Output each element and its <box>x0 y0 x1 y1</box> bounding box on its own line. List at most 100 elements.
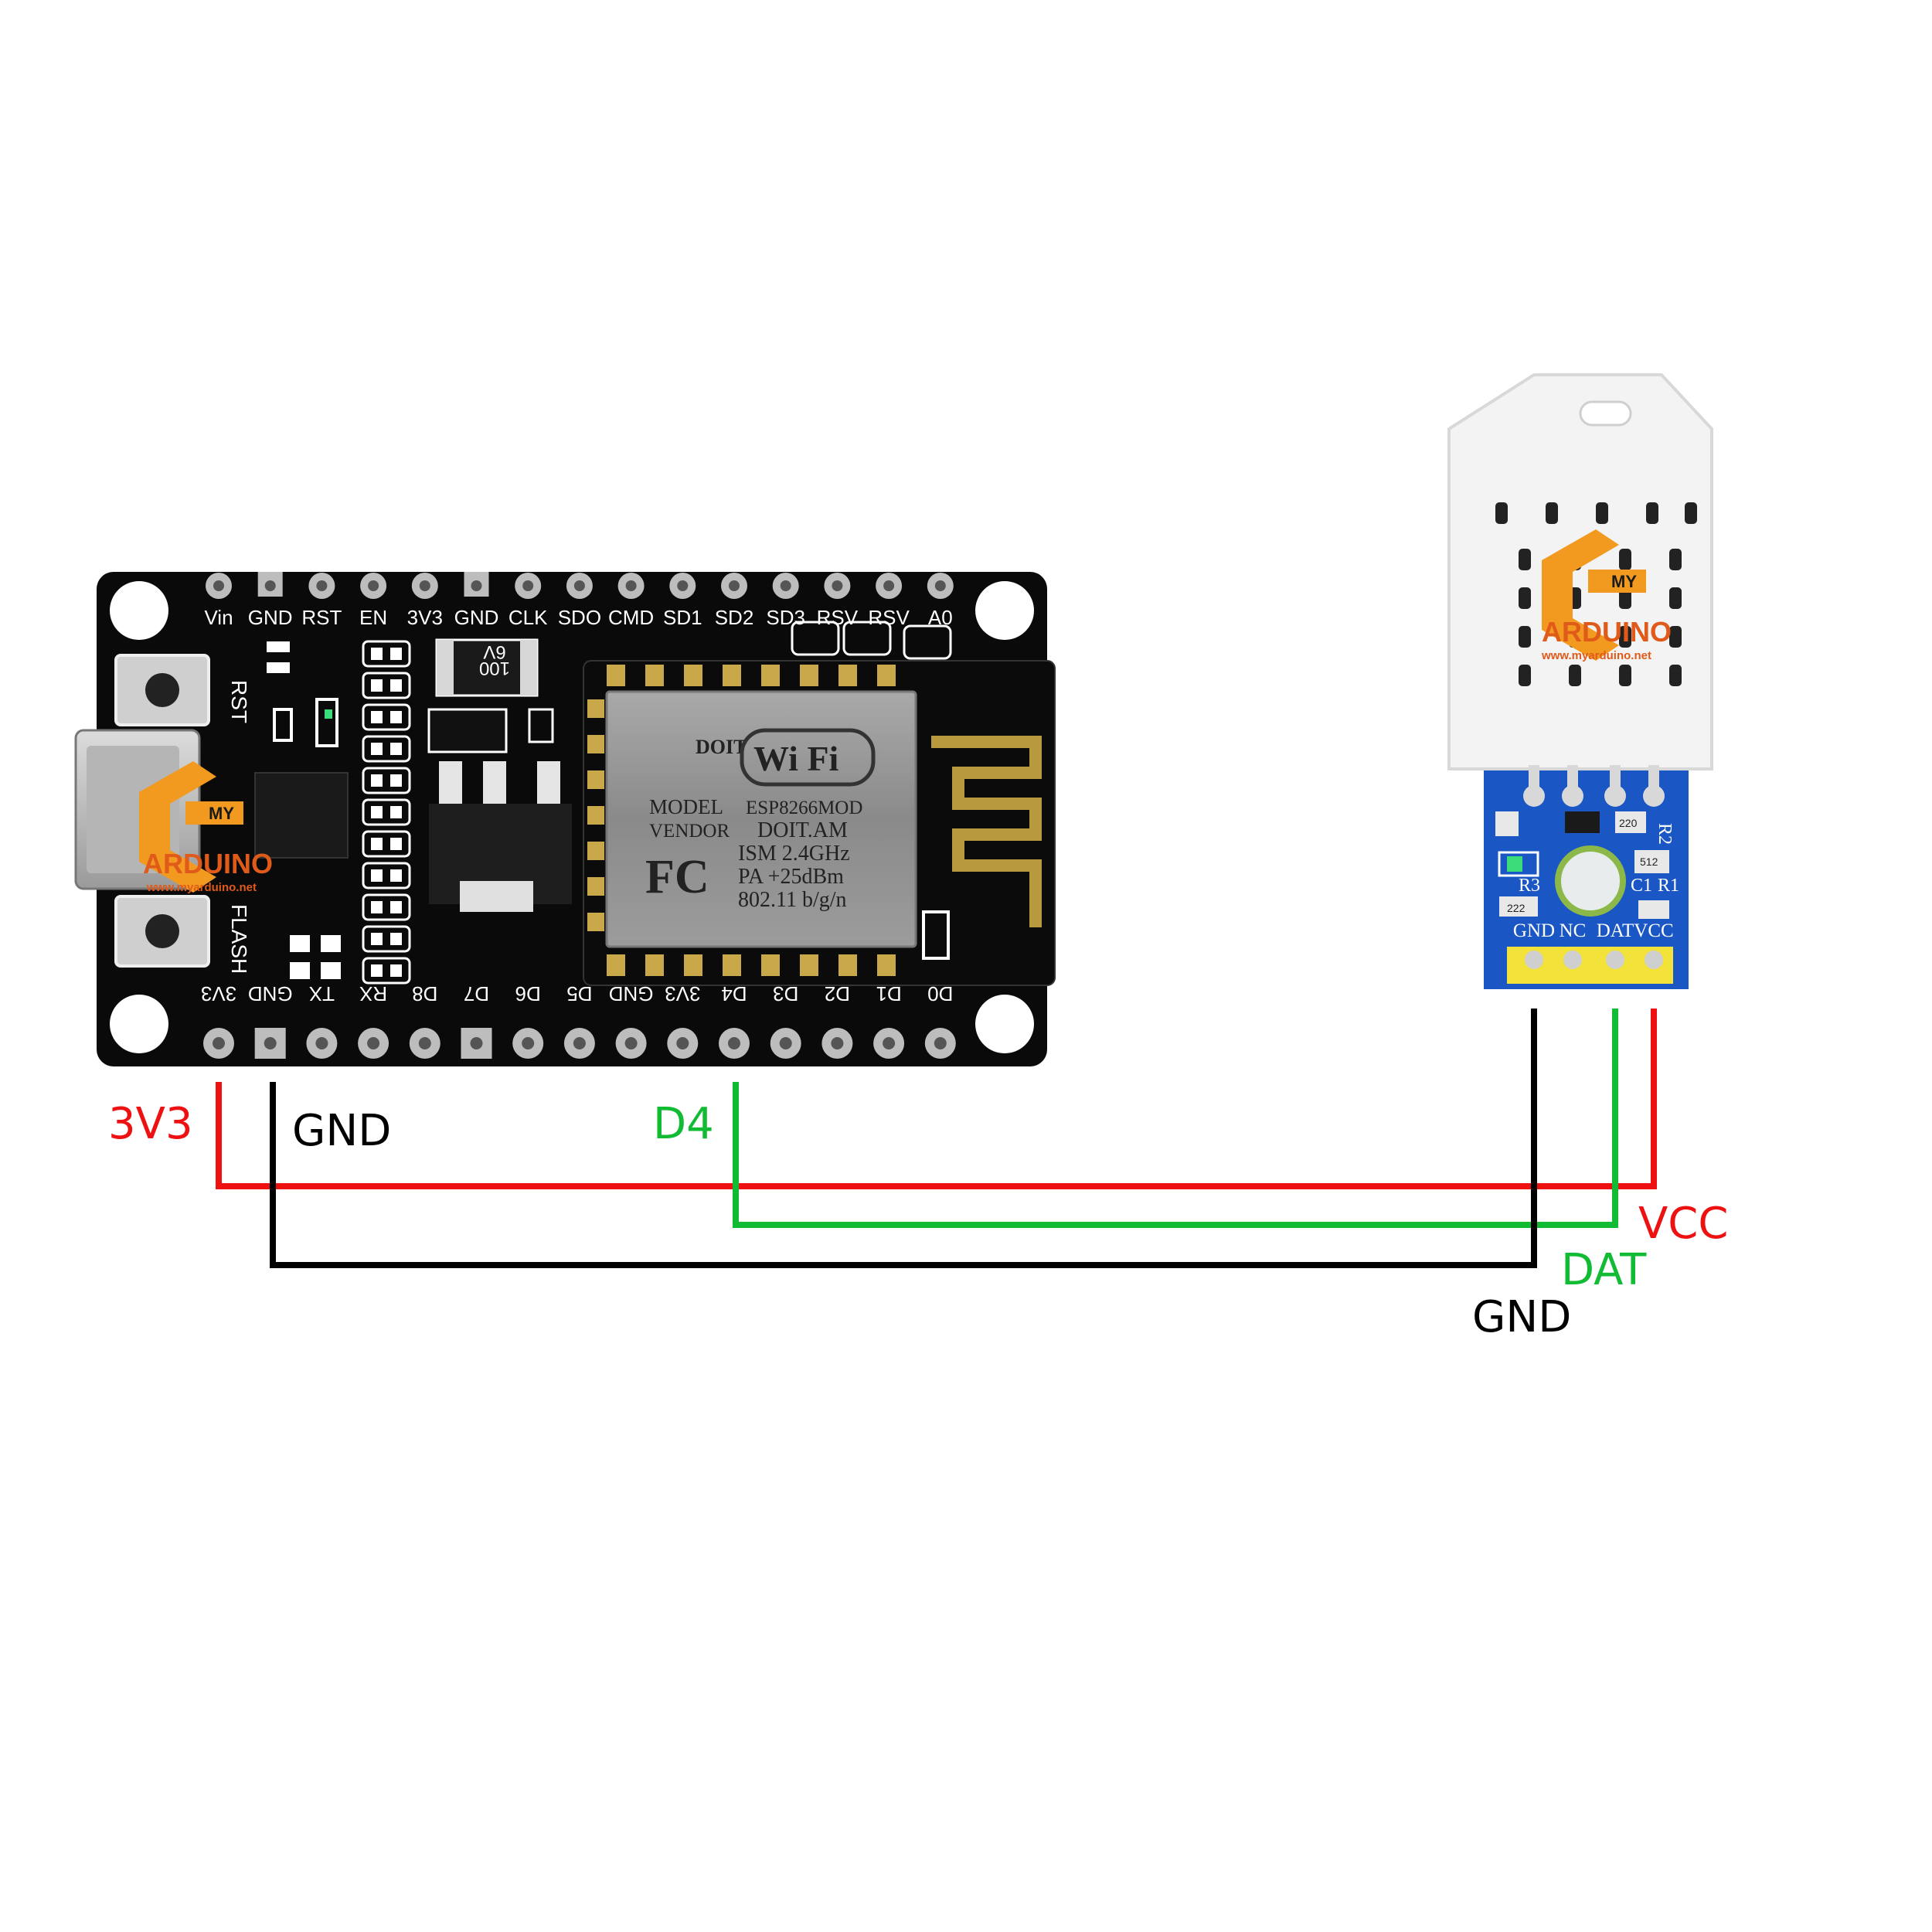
pcb-antenna <box>931 736 1042 927</box>
wire-vcc <box>216 1009 1657 1189</box>
header-pin-hole <box>624 1037 638 1049</box>
header-pin-hole <box>368 580 379 591</box>
header-pin-hole <box>213 1037 225 1049</box>
vent-slot <box>1569 665 1581 686</box>
logo-url: www.myarduino.net <box>146 881 257 894</box>
top-pin-label: SD1 <box>663 606 702 629</box>
header-pin-hole <box>729 580 740 591</box>
smd-resistor <box>390 901 402 913</box>
smd-resistor <box>371 901 383 913</box>
esp-pad <box>723 954 741 976</box>
header-pin-hole <box>883 1037 896 1049</box>
smd-resistor <box>390 743 402 755</box>
mounting-hole-bl <box>110 995 168 1053</box>
esp-pad <box>645 954 664 976</box>
sensor-pad <box>1562 785 1583 807</box>
smd-resistor-outline <box>362 767 411 794</box>
top-pin-label: SD2 <box>715 606 754 629</box>
label-dat: DAT <box>1561 1245 1647 1295</box>
label-d4: D4 <box>653 1099 714 1149</box>
smd-resistor-outline <box>362 735 411 763</box>
vent-slot <box>1596 502 1608 524</box>
header-pin-hole <box>832 580 843 591</box>
smd-resistor <box>390 648 402 660</box>
header-pin-hole <box>522 1037 535 1049</box>
header-pin-hole <box>264 1037 277 1049</box>
top-pin-label: GND <box>248 606 293 629</box>
vent-slot <box>1669 549 1682 570</box>
logo-arduino: ARDUINO <box>143 848 273 879</box>
vent-slot <box>1519 587 1531 609</box>
label-vcc: VCC <box>1638 1199 1729 1249</box>
usb-uart-chip <box>254 772 349 859</box>
logo-my: MY <box>1611 572 1637 591</box>
rst-button[interactable] <box>114 654 210 726</box>
vendor-value: DOIT.AM <box>757 818 848 842</box>
flash-button[interactable] <box>114 895 210 968</box>
wifi-logo: Wi Fi <box>740 728 876 787</box>
top-pin-label: GND <box>454 606 499 629</box>
esp-pad <box>587 842 604 860</box>
label-board-gnd: GND <box>292 1106 391 1156</box>
vent-slot <box>1519 549 1531 570</box>
header-pin-hole <box>779 1037 792 1049</box>
smd-resistor <box>390 711 402 723</box>
vent-slot <box>1619 549 1631 570</box>
bottom-pin-label: D5 <box>566 982 592 1005</box>
esp-pad <box>877 954 896 976</box>
logo-mark-icon <box>139 761 216 893</box>
header-pin-hole <box>780 580 791 591</box>
smd-resistor-outline <box>362 893 411 921</box>
bottom-pin-label: GND <box>248 982 293 1005</box>
label-222: 222 <box>1507 902 1526 914</box>
sensor-components <box>1495 811 1669 919</box>
vent-slot <box>1669 665 1682 686</box>
top-pin-label: Vin <box>204 606 233 629</box>
sensor-pad <box>1523 785 1545 807</box>
header-pin-hole <box>419 580 430 591</box>
header-pin-hole <box>470 1037 483 1049</box>
vent-slot <box>1519 665 1531 686</box>
fc-mark: FC <box>645 851 709 903</box>
top-pin-label: 3V3 <box>407 606 443 629</box>
smd-resistor <box>390 838 402 850</box>
smd-resistor-outline <box>362 703 411 731</box>
vent-slot <box>1495 502 1508 524</box>
esp-pad <box>723 665 741 686</box>
sensor-pin-label: DAT <box>1597 920 1634 941</box>
vent-slot <box>1669 587 1682 609</box>
pa-text: PA +25dBm <box>738 865 844 889</box>
top-pin-label: CLK <box>509 606 548 629</box>
esp-metal-shield <box>605 690 917 948</box>
esp-pad <box>587 699 604 718</box>
smd-resistor-outline <box>362 640 411 668</box>
top-pin-label: RST <box>301 606 342 629</box>
wire-dat <box>733 1009 1618 1228</box>
module-brand: DOIT <box>696 736 747 758</box>
smd-cap <box>528 708 554 743</box>
sensor-leads <box>1523 765 1665 807</box>
vent-slot <box>1685 502 1697 524</box>
status-led <box>922 910 950 960</box>
top-pin-label: SDO <box>558 606 601 629</box>
wire-gnd <box>270 1009 1537 1268</box>
sensor-header-pin <box>1563 951 1582 969</box>
esp-pad <box>838 954 857 976</box>
smd-resistor-outline <box>362 862 411 889</box>
label-3v3: 3V3 <box>108 1099 193 1149</box>
label-r1: R1 <box>1658 876 1679 896</box>
bottom-pin-label: D6 <box>515 982 541 1005</box>
label-c1: C1 <box>1631 876 1652 896</box>
esp-pad <box>587 806 604 825</box>
housing-hole <box>1579 400 1632 427</box>
esp-pad <box>684 665 702 686</box>
smd-resistor <box>371 933 383 945</box>
sensor-pad <box>1643 785 1665 807</box>
esp-pad <box>587 877 604 896</box>
top-header-pins <box>206 572 954 599</box>
svg-text:Wi Fi: Wi Fi <box>753 739 839 778</box>
standard-text: 802.11 b/g/n <box>738 888 847 912</box>
smd-resistor <box>390 679 402 692</box>
